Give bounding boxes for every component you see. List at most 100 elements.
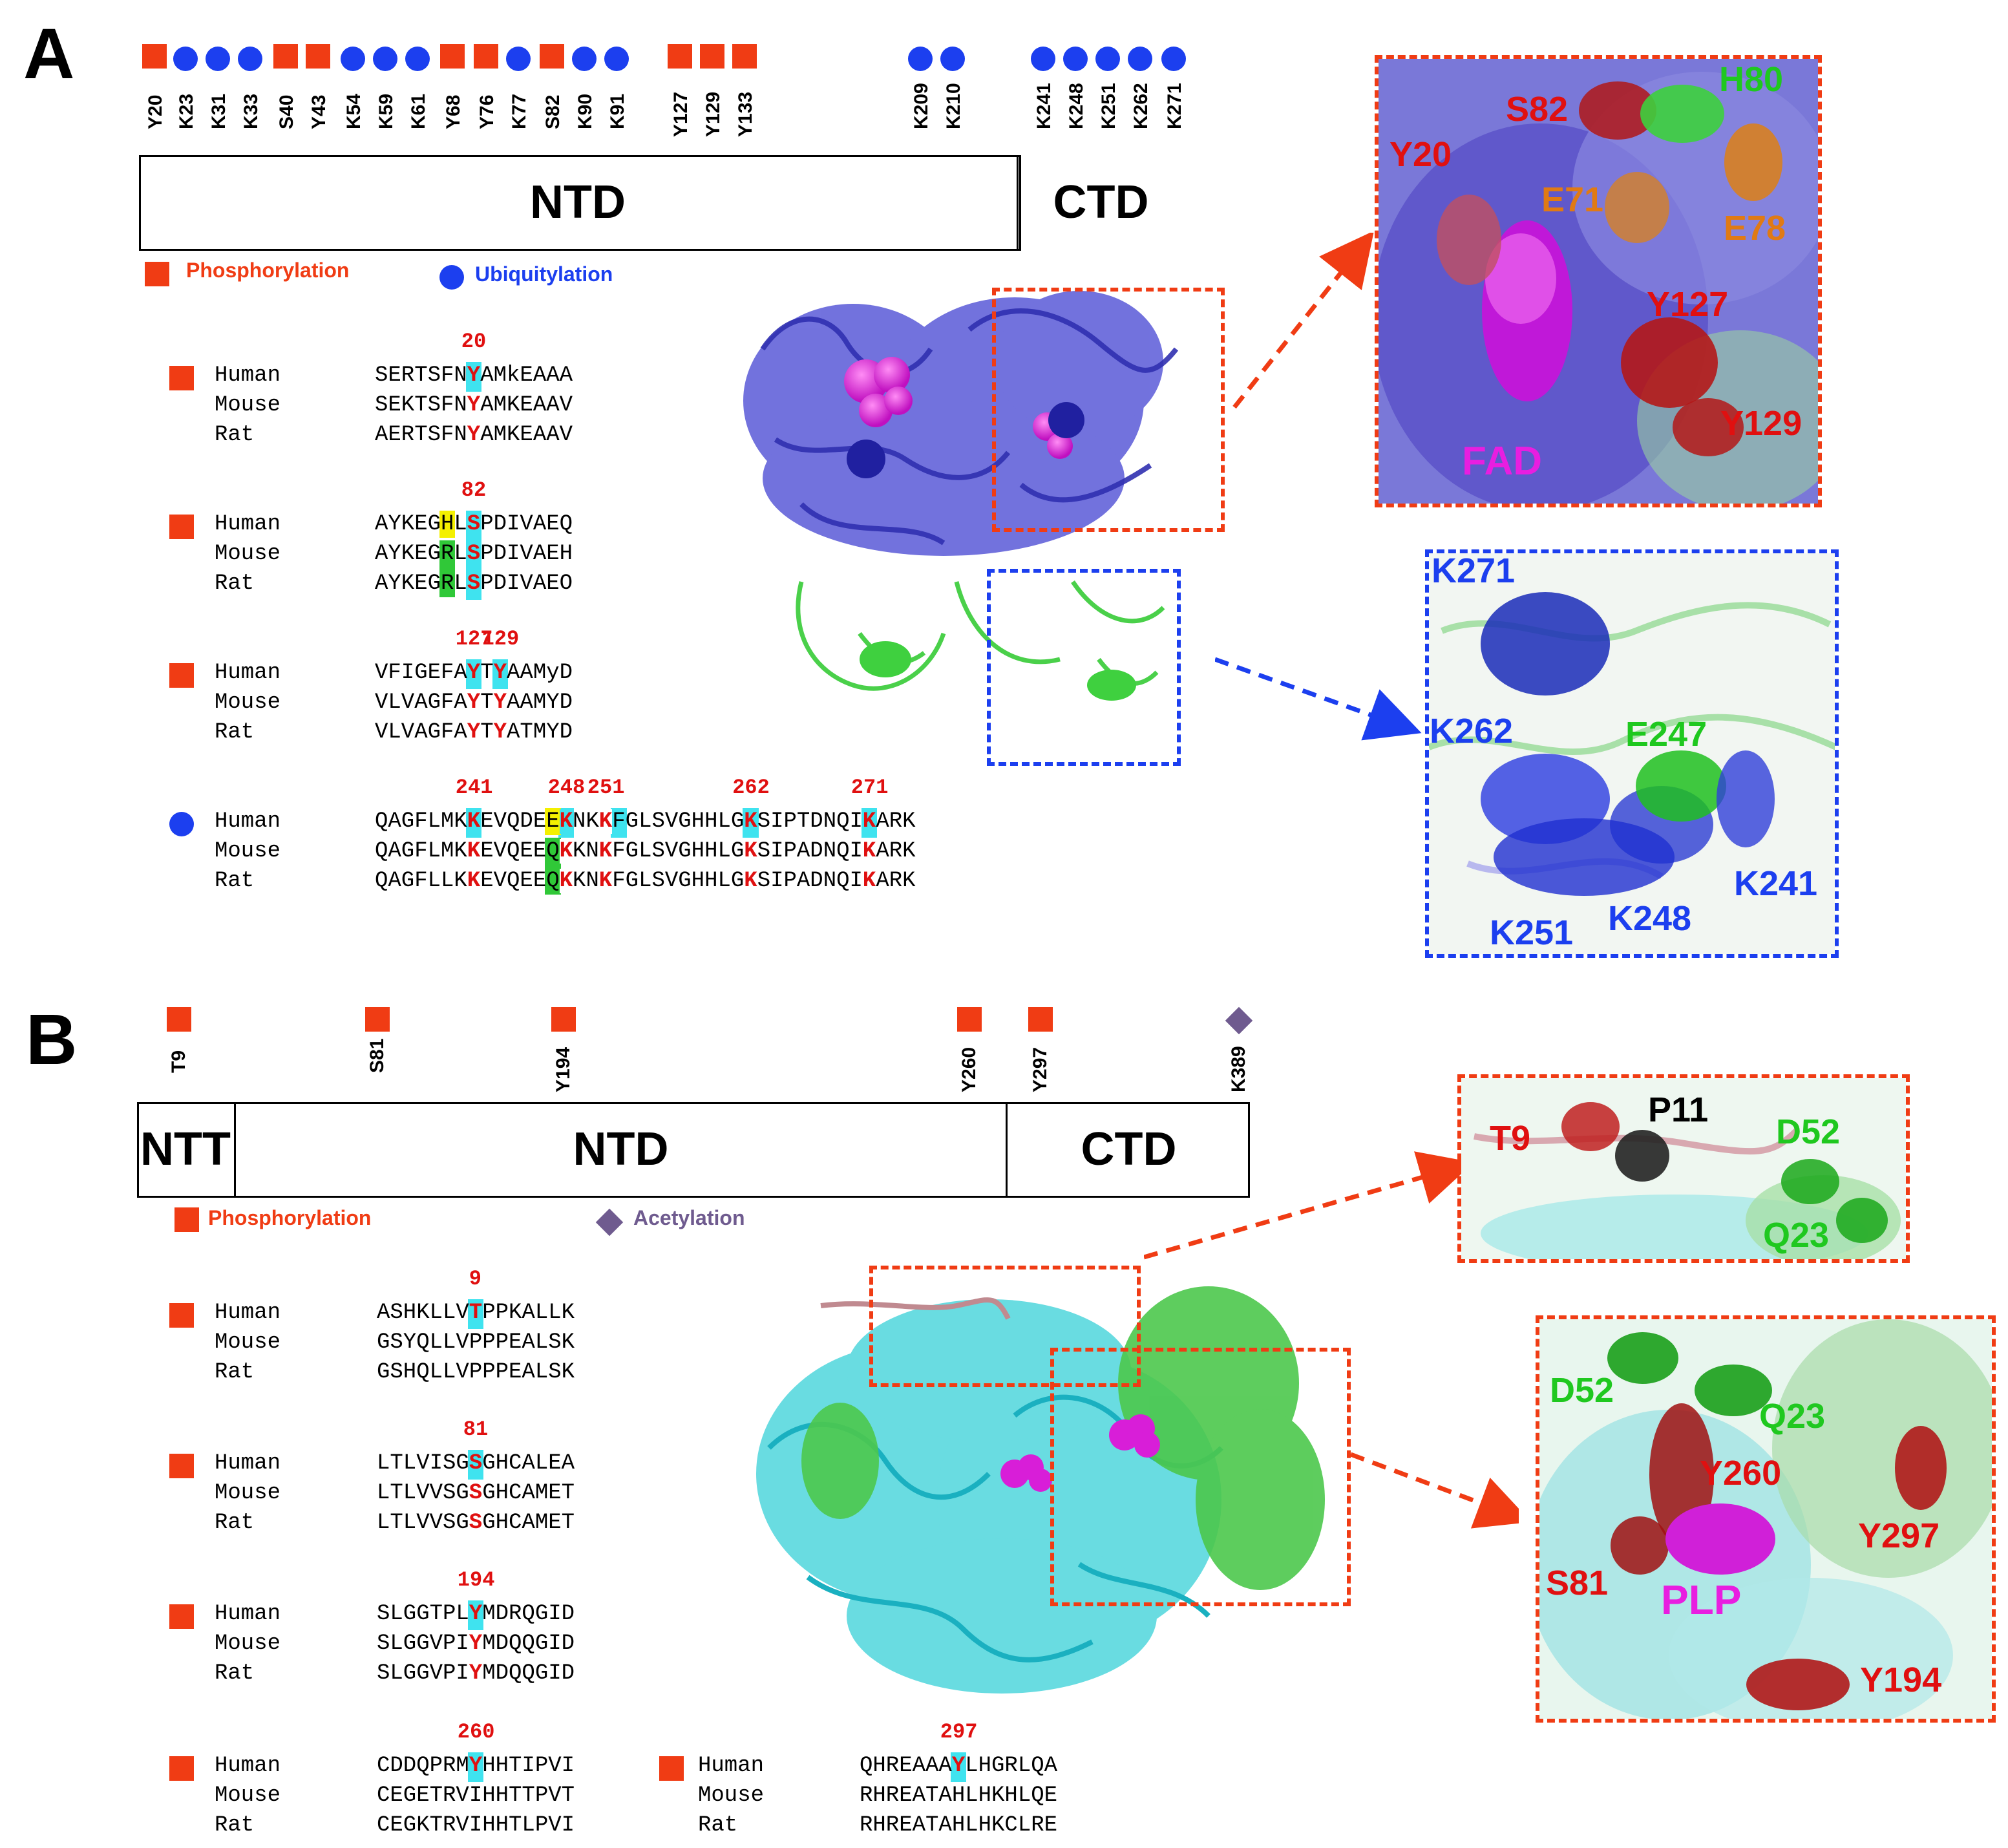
a-align-2-hl-yellow [439, 511, 456, 538]
b-align-2-block-marker [169, 1454, 194, 1478]
a-align-3-res-red: Y [493, 661, 507, 685]
zoom-a-top-label-h80: H80 [1719, 60, 1784, 99]
a-align-1-species-rat: Rat [215, 423, 255, 447]
a-align-4-res-red: K [467, 839, 481, 864]
a-align-3-species-rat: Rat [215, 720, 255, 745]
site-label-y43: Y43 [308, 94, 330, 129]
site-marker-s82 [540, 44, 564, 69]
panel-b-green-domain [801, 1286, 1325, 1590]
a-align-1-res-red: Y [467, 393, 481, 418]
a-align-4-seq-rat: QAGFLLKKEVQEEQKKNKFGLSVGHHLGKSIPADNQIKAR… [375, 869, 916, 893]
site-marker-k209 [908, 47, 933, 71]
site-marker-y68 [440, 44, 465, 69]
site-marker-y76 [474, 44, 498, 69]
site-label-k91: K91 [607, 93, 628, 129]
zoom-b-bottom-ligand-plp: PLP [1661, 1577, 1742, 1623]
a-align-4-posnum: 271 [851, 776, 889, 800]
a-align-1-res-red: Y [467, 363, 481, 388]
b-align-2-res-red: S [469, 1511, 483, 1535]
a-align-4-res-red: K [862, 839, 876, 864]
a-align-1-species-mouse: Mouse [215, 393, 281, 418]
site-marker-k54 [341, 47, 365, 71]
b-align-2-species-human: Human [215, 1451, 281, 1476]
b-align-2-posnum: 81 [463, 1418, 489, 1441]
site-label-y129: Y129 [703, 91, 724, 137]
site-marker-k210 [940, 47, 965, 71]
site-label-k23: K23 [176, 93, 197, 129]
site-label-k248: K248 [1066, 83, 1087, 129]
a-align-4-res-red: K [598, 809, 613, 834]
panel-a-domain-divider [1017, 155, 1019, 251]
panel-a-ntd-label: NTD [530, 176, 626, 228]
b-site-label-y260: Y260 [958, 1046, 980, 1092]
a-align-2-res-red: S [467, 571, 481, 596]
panel-a-fad-ligand [844, 357, 1073, 459]
a-align-4-res-red: K [862, 869, 876, 893]
b-align-1-seq-rat: GSHQLLVPPPEALSK [377, 1360, 575, 1385]
a-align-4-res-red: K [559, 869, 573, 893]
panel-a-blue-domain [743, 291, 1163, 556]
site-marker-k90 [572, 47, 597, 71]
a-align-3-block-marker [169, 663, 194, 688]
a-align-4-posnum: 262 [732, 776, 770, 800]
b-align-4-block-marker [169, 1756, 194, 1781]
zoom-b-bottom-label-y194: Y194 [1860, 1661, 1942, 1699]
site-label-y127: Y127 [670, 91, 692, 137]
b-align-5-seq-rat: RHREATAHLHKCLRE [860, 1813, 1058, 1838]
zoom-a-bottom-label-e247: E247 [1625, 715, 1707, 754]
a-align-2-res-red: S [467, 512, 481, 536]
a-align-2-res-red: S [467, 542, 481, 566]
a-align-3-posnum: 127 [455, 627, 493, 651]
b-align-4-seq-mouse: CEGETRVIHHTTPVT [377, 1783, 575, 1808]
b-align-1-posnum: 9 [469, 1267, 481, 1291]
zoom-a-top-ligand-fad: FAD [1462, 439, 1542, 483]
panel-b-select-box-top [869, 1266, 1141, 1387]
arrow-to-zoom-b-bottom [1349, 1452, 1519, 1529]
site-label-k59: K59 [375, 93, 397, 129]
panel-b-ctd-label: CTD [1081, 1123, 1177, 1175]
site-marker-k262 [1128, 47, 1152, 71]
a-align-3-res-red: Y [467, 720, 481, 745]
a-align-4-hl-yellow [545, 808, 561, 835]
zoom-a-bottom-label-k271: K271 [1432, 551, 1516, 590]
b-align-1-seq-mouse: GSYQLLVPPPEALSK [377, 1330, 575, 1355]
site-label-y133: Y133 [735, 91, 756, 137]
panel-a-label: A [23, 14, 75, 94]
b-align-5-species-mouse: Mouse [698, 1783, 765, 1808]
arrow-to-zoom-b-top [1144, 1151, 1474, 1260]
zoom-b-bottom-label-q23: Q23 [1759, 1397, 1826, 1436]
a-align-4-species-human: Human [215, 809, 281, 834]
a-align-1-posnum: 20 [461, 330, 487, 354]
a-align-1-species-human: Human [215, 363, 281, 388]
site-marker-y43 [306, 44, 330, 69]
a-align-4-res-red: K [559, 839, 573, 864]
site-label-y20: Y20 [145, 94, 166, 129]
b-align-5-posnum: 297 [940, 1720, 978, 1744]
panel-b-arrows [1144, 1151, 1519, 1529]
panel-b-label: B [26, 1000, 78, 1079]
a-align-1-res-red: Y [467, 423, 481, 447]
legend-b-phospho-marker [174, 1207, 199, 1232]
b-site-marker-y297 [1028, 1007, 1053, 1032]
b-site-label-s81: S81 [366, 1038, 388, 1073]
a-align-2-hl-green [439, 540, 456, 597]
a-align-4-res-red: K [744, 839, 757, 864]
b-align-4-species-rat: Rat [215, 1813, 255, 1838]
site-marker-k241 [1031, 47, 1055, 71]
zoom-a-top-label-y127: Y127 [1647, 285, 1729, 324]
site-label-k33: K33 [240, 93, 262, 129]
zoom-b-bottom-label-d52: D52 [1550, 1371, 1614, 1410]
site-marker-k61 [405, 47, 430, 71]
site-label-k241: K241 [1033, 83, 1055, 129]
b-align-4-seq-rat: CEGKTRVIHHTLPVI [377, 1813, 575, 1838]
a-align-4-seq-mouse: QAGFLMKKEVQEEQKKNKFGLSVGHHLGKSIPADNQIKAR… [375, 839, 916, 864]
b-align-2-res-red: S [469, 1451, 483, 1476]
site-label-k271: K271 [1164, 83, 1185, 129]
site-label-k262: K262 [1130, 83, 1152, 129]
legend-b-acetyl-marker [595, 1208, 624, 1237]
site-marker-y129 [700, 44, 724, 69]
arrow-to-zoom-a-top [1232, 233, 1375, 409]
b-align-3-species-human: Human [215, 1602, 281, 1626]
a-align-3-res-red: Y [493, 720, 507, 745]
b-site-marker-y194 [551, 1007, 576, 1032]
